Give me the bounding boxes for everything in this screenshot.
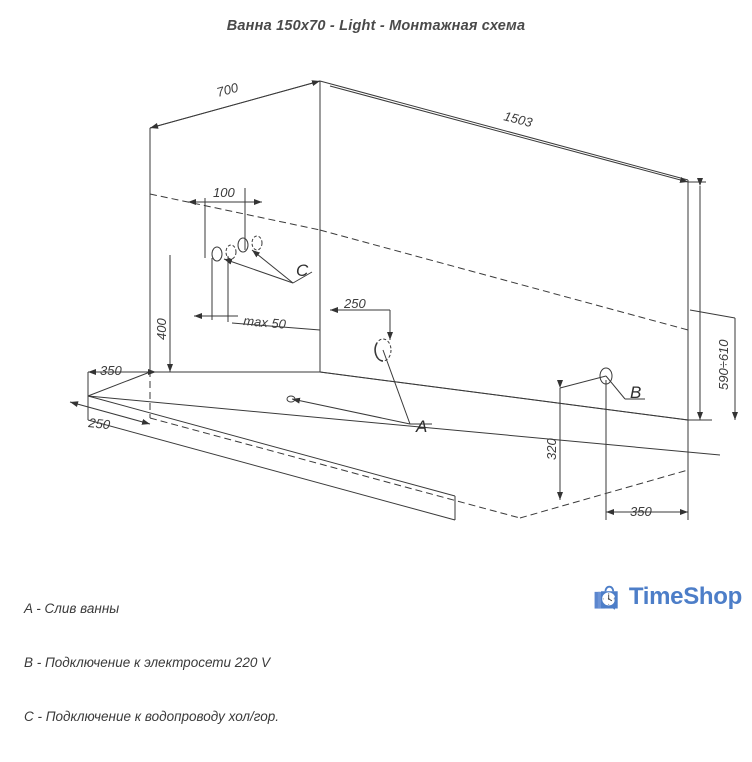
- dim-label-320: 320: [544, 438, 559, 460]
- dimension-700: [149, 80, 321, 129]
- label-A-leaders: [286, 349, 432, 425]
- shopping-bag-clock-icon: [594, 585, 618, 610]
- dim-label-350-bottom: 350: [630, 504, 652, 519]
- dim-label-1503: 1503: [502, 108, 534, 130]
- bath-front-bottom-rim: [150, 371, 689, 421]
- dimension-100: [188, 188, 262, 258]
- water-connection-points: [211, 235, 263, 262]
- bath-vertical-edges: [149, 81, 689, 420]
- logo-text: TimeShop: [628, 583, 742, 610]
- label-A: A: [415, 417, 427, 436]
- dim-label-250-drain: 250: [343, 296, 366, 311]
- dimension-350-bottom: [605, 470, 689, 520]
- legend: A - Слив ванны B - Подключение к электро…: [24, 564, 279, 762]
- label-B: B: [630, 383, 641, 402]
- diagram-page: Ванна 150x70 - Light - Монтажная схема: [24, 18, 742, 724]
- label-B-leaders: [605, 375, 645, 400]
- hidden-edges: [149, 128, 689, 519]
- dim-label-700: 700: [215, 80, 241, 100]
- page-title: Ванна 150x70 - Light - Монтажная схема: [226, 18, 526, 34]
- legend-item-b: B - Подключение к электросети 220 V: [24, 655, 271, 670]
- legend-item-a: A - Слив ванны: [24, 601, 120, 616]
- dimension-250-left: [69, 401, 151, 425]
- legend-item-c: C - Подключение к водопроводу хол/гор.: [24, 709, 280, 724]
- ground-reference-line: [87, 395, 721, 456]
- dimension-1503: [329, 85, 689, 183]
- dim-label-100: 100: [213, 185, 235, 200]
- dimension-590-610: [688, 178, 738, 421]
- dim-label-590-610: 590÷610: [716, 339, 731, 390]
- dim-label-250-left: 250: [87, 415, 112, 432]
- dimension-320: [557, 375, 607, 500]
- dimension-250-drain: [330, 307, 393, 340]
- dim-label-max50: max 50: [243, 313, 288, 332]
- label-C-leaders: [223, 249, 313, 284]
- dimension-max50: [194, 256, 321, 331]
- floor-plate-front: [87, 371, 689, 497]
- base-slab: [87, 396, 456, 521]
- installation-drawing: 700 1503 100 max 50 250 400 350 250 320 …: [69, 80, 738, 521]
- dim-label-350-left: 350: [100, 363, 122, 378]
- timeshop-logo[interactable]: TimeShop: [592, 574, 742, 620]
- drain-point: [374, 338, 392, 362]
- dimension-350-left: [87, 369, 156, 398]
- label-C: C: [296, 261, 309, 280]
- dim-label-400: 400: [154, 318, 169, 340]
